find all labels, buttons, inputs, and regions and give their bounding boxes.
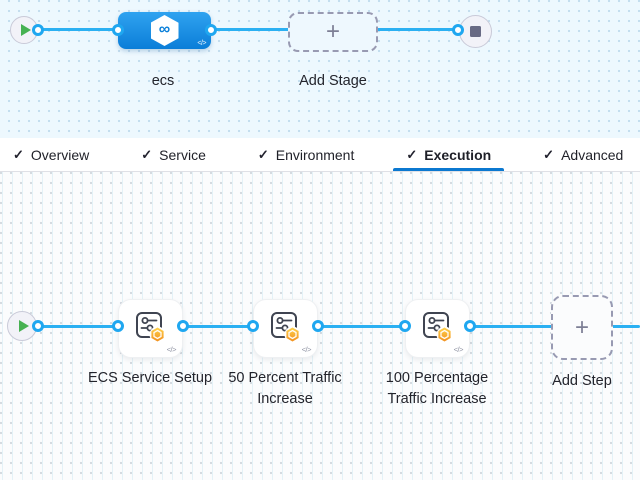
tab-label: Advanced — [561, 146, 624, 163]
play-icon — [20, 24, 31, 36]
plus-icon: + — [574, 313, 589, 341]
step2-out-port[interactable] — [312, 320, 324, 332]
tab-label: Execution — [424, 146, 492, 163]
stage-in-port[interactable] — [112, 24, 124, 36]
tab-overview[interactable]: ✓ Overview — [0, 138, 102, 171]
tab-label: Service — [159, 146, 206, 163]
add-stage-label: Add Stage — [299, 73, 367, 89]
step1-in-port[interactable] — [112, 320, 124, 332]
step3-out-port[interactable] — [464, 320, 476, 332]
step-card-100-percentage[interactable]: </> — [405, 299, 470, 358]
step2-in-port[interactable] — [247, 320, 259, 332]
step-connector-line — [22, 325, 640, 328]
ecs-step-icon — [422, 312, 452, 343]
stop-icon — [470, 26, 481, 37]
step3-in-port[interactable] — [399, 320, 411, 332]
tab-label: Overview — [30, 146, 90, 163]
execution-graph-canvas[interactable]: </> </> — [0, 172, 640, 480]
ecs-step-icon — [135, 312, 165, 343]
infinity-icon: ∞ — [158, 21, 171, 38]
play-icon — [18, 320, 29, 332]
check-icon: ✓ — [257, 146, 269, 162]
pipeline-end-button[interactable] — [459, 15, 492, 48]
stage-connector-line — [24, 28, 464, 31]
code-icon[interactable]: </> — [301, 345, 312, 354]
stage-out-port[interactable] — [205, 24, 217, 36]
stage-config-tabbar: ✓ Overview ✓ Service ✓ Environment ✓ Exe… — [0, 138, 640, 172]
step-label: 50 Percent Traffic Increase — [228, 370, 342, 407]
check-icon: ✓ — [543, 146, 555, 162]
add-stage-button[interactable]: + — [288, 12, 378, 52]
stage-node-ecs[interactable]: ∞ </> — [118, 12, 211, 49]
code-icon[interactable]: </> — [197, 40, 206, 47]
cd-hexagon-icon: ∞ — [150, 15, 179, 46]
step-label: ECS Service Setup — [87, 370, 213, 386]
step-label: 100 Percentage Traffic Increase — [385, 370, 489, 407]
add-step-label: Add Step — [552, 373, 612, 389]
start-out-port[interactable] — [32, 24, 44, 36]
ecs-step-icon — [270, 312, 300, 343]
add-step-button[interactable]: + — [551, 295, 613, 360]
tab-label: Environment — [275, 146, 355, 163]
exec-start-out-port[interactable] — [32, 320, 44, 332]
tab-service[interactable]: ✓ Service — [128, 138, 219, 171]
code-icon[interactable]: </> — [166, 345, 177, 354]
step1-out-port[interactable] — [177, 320, 189, 332]
check-icon: ✓ — [141, 146, 153, 162]
tab-advanced[interactable]: ✓ Advanced — [530, 138, 636, 171]
check-icon: ✓ — [13, 146, 24, 162]
tab-execution[interactable]: ✓ Execution — [393, 138, 504, 171]
stage-label: ecs — [151, 73, 175, 89]
tab-environment[interactable]: ✓ Environment — [245, 138, 368, 171]
stage-graph-canvas[interactable]: ∞ </> ecs + Add Stage — [0, 0, 640, 138]
check-icon: ✓ — [406, 146, 418, 162]
step-card-ecs-service-setup[interactable]: </> — [118, 299, 183, 358]
code-icon[interactable]: </> — [453, 345, 464, 354]
plus-icon: + — [325, 18, 340, 45]
end-in-port[interactable] — [452, 24, 464, 36]
step-card-50-percent[interactable]: </> — [253, 299, 318, 358]
